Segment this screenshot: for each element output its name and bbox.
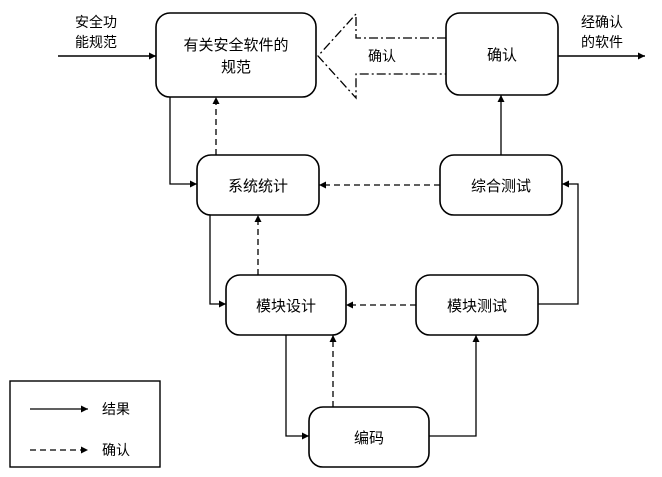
coding-box xyxy=(308,406,430,468)
legend-confirm-label: 确认 xyxy=(102,443,130,459)
legend-result-label: 结果 xyxy=(102,402,130,418)
legend-box xyxy=(9,380,161,468)
flow-coding-to-test xyxy=(429,335,480,437)
integration-test-label: 综合测试 xyxy=(471,177,531,195)
module-test-label: 模块测试 xyxy=(447,297,507,315)
output-label-line2: 的软件 xyxy=(581,35,623,51)
module-design-label: 模块设计 xyxy=(256,297,316,315)
validate-label: 确认 xyxy=(487,46,517,64)
input-label-line2: 能规范 xyxy=(75,34,117,51)
big-confirm-arrow xyxy=(317,12,446,100)
flow-design-to-coding xyxy=(285,335,309,440)
input-label-line1: 安全功 xyxy=(75,14,117,31)
output-label-line1: 经确认 xyxy=(581,15,623,31)
coding-label: 编码 xyxy=(354,429,384,447)
big-arrow-label: 确认 xyxy=(368,49,396,65)
spec-label-line1: 有关安全软件的 xyxy=(183,36,288,54)
spec-box xyxy=(155,12,317,98)
legend: 结果 确认 xyxy=(9,380,161,468)
system-stats-label: 系统统计 xyxy=(228,177,288,195)
flow-stats-to-design xyxy=(209,215,226,308)
flow-spec-to-stats xyxy=(169,97,197,188)
flow-test-to-integration xyxy=(538,180,579,305)
spec-label-line2: 规范 xyxy=(221,58,251,76)
